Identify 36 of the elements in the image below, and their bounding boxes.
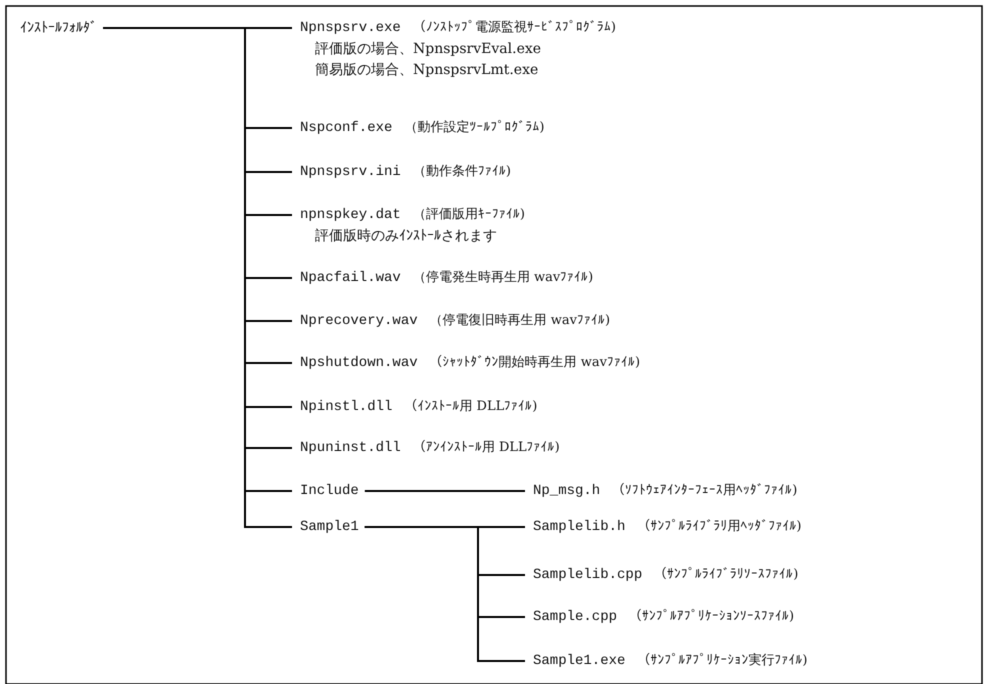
- file-description: （停電復旧時再生用 wavﾌｧｲﾙ): [430, 312, 610, 330]
- folder-name: Sample1: [300, 518, 359, 536]
- file-description: （ｱﾝｲﾝｽﾄｰﾙ用 DLLﾌｧｲﾙ): [412, 439, 560, 457]
- file-name: Nspconf.exe: [300, 119, 392, 137]
- file-name: Npshutdown.wav: [300, 354, 418, 372]
- note-text: 評価版時のみｲﾝｽﾄｰﾙされます: [314, 227, 498, 245]
- file-description: （ｻﾝﾌﾟﾙｱﾌﾟﾘｹｰｼｮﾝｿｰｽﾌｧｲﾙ): [629, 608, 794, 626]
- file-description: （ｻﾝﾌﾟﾙﾗｲﾌﾞﾗﾘ用ﾍｯﾀﾞﾌｧｲﾙ): [637, 518, 802, 536]
- file-description: （評価版用ｷｰﾌｧｲﾙ): [412, 206, 525, 224]
- tree-line: [364, 526, 525, 662]
- tree-line: [364, 490, 525, 492]
- file-description: （ｲﾝｽﾄｰﾙ用 DLLﾌｧｲﾙ): [404, 398, 538, 416]
- file-name: npnspkey.dat: [300, 206, 401, 224]
- file-name: Samplelib.h: [533, 518, 626, 536]
- note-text: 簡易版の場合、NpnspsrvLmt.exe: [314, 61, 540, 79]
- file-name: Sample1.exe: [533, 652, 626, 670]
- file-name: Np_msg.h: [533, 482, 600, 500]
- folder-name: Include: [300, 482, 359, 500]
- file-name: Npnspsrv.exe: [300, 19, 401, 37]
- file-description: （ｿﾌﾄｳｪｱｲﾝﾀｰﾌｪｰｽ用ﾍｯﾀﾞﾌｧｲﾙ): [612, 482, 798, 500]
- file-description: （ｻﾝﾌﾟﾙｱﾌﾟﾘｹｰｼｮﾝ実行ﾌｧｲﾙ): [637, 652, 808, 670]
- file-name: Npinstl.dll: [300, 398, 392, 416]
- file-description: （ﾉﾝｽﾄｯﾌﾟ電源監視ｻｰﾋﾞｽﾌﾟﾛｸﾞﾗﾑ): [412, 19, 616, 37]
- file-name: Npuninst.dll: [300, 439, 401, 457]
- file-name: Nprecovery.wav: [300, 312, 418, 330]
- file-name: Sample.cpp: [533, 608, 618, 626]
- file-name: Npnspsrv.ini: [300, 163, 401, 181]
- file-description: （ｼｬｯﾄﾀﾞｳﾝ開始時再生用 wavﾌｧｲﾙ): [430, 354, 640, 372]
- folder-name: ｲﾝｽﾄｰﾙﾌｫﾙﾀﾞ: [20, 19, 97, 37]
- file-name: Samplelib.cpp: [533, 566, 642, 584]
- file-description: （停電発生時再生用 wavﾌｧｲﾙ): [412, 269, 594, 287]
- file-description: （ｻﾝﾌﾟﾙﾗｲﾌﾞﾗﾘｿｰｽﾌｧｲﾙ): [654, 566, 798, 584]
- note-text: 評価版の場合、NpnspsrvEval.exe: [314, 40, 542, 58]
- file-description: （動作設定ﾂｰﾙﾌﾟﾛｸﾞﾗﾑ): [404, 119, 544, 137]
- file-name: Npacfail.wav: [300, 269, 401, 287]
- file-description: （動作条件ﾌｧｲﾙ): [412, 163, 511, 181]
